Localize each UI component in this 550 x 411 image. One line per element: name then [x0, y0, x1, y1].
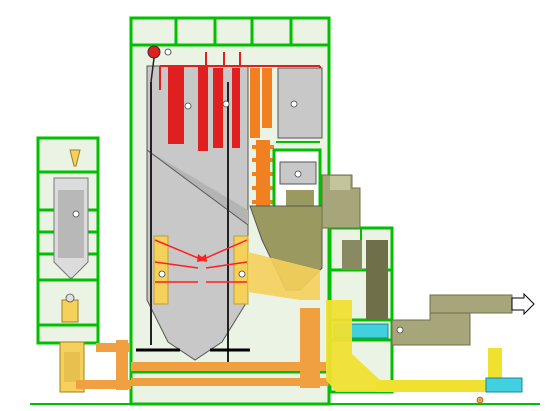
economizer [272, 67, 323, 210]
flue-duct [321, 174, 535, 346]
drum-icon [147, 45, 161, 59]
reheater [250, 68, 274, 210]
superheater [159, 52, 321, 151]
flue-yellow-duct [326, 300, 523, 404]
coal-bunker-structure [36, 136, 100, 393]
burner-icon [153, 235, 169, 305]
coal-feed-duct [248, 252, 320, 300]
tube-bank-icon [286, 190, 314, 206]
callout-markers [72, 100, 404, 334]
tube-bank-icon [232, 68, 240, 148]
steam-drum [147, 45, 172, 83]
bottom-ash-system [76, 308, 329, 390]
arrow-right-icon [511, 292, 535, 316]
burners [153, 235, 249, 305]
